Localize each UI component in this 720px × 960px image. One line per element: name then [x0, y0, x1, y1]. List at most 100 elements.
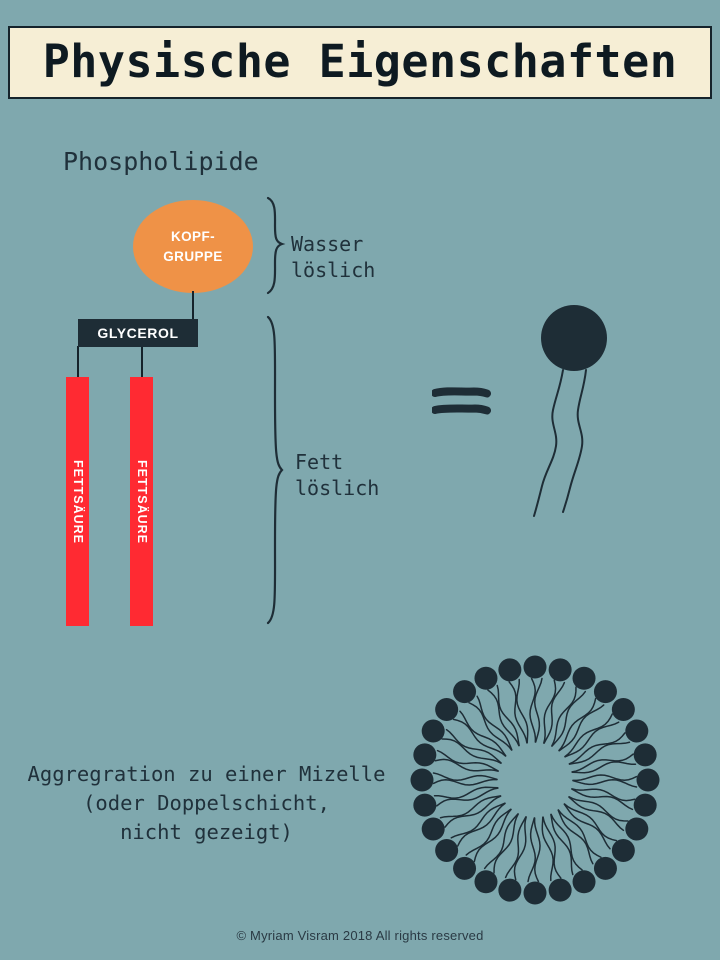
micelle-lipid-head [611, 838, 635, 862]
micelle-lipid-tail [542, 816, 562, 879]
connector-glycerol-to-fattyacid-2 [141, 346, 143, 378]
micelle-lipid-tail [568, 732, 626, 765]
lipid-tail-1 [533, 369, 564, 517]
micelle-lipid-head [413, 793, 437, 817]
solubility-fat-line2: löslich [295, 475, 380, 500]
micelle-lipid-tail [439, 795, 502, 819]
micelle-lipid-head [633, 743, 657, 767]
micelle-lipid-tail [541, 816, 554, 882]
micelle-lipid-tail [571, 788, 636, 802]
micelle-lipid-tail [529, 677, 537, 743]
micelle-lipid-head [421, 817, 445, 841]
micelle-lipid-tail [563, 803, 611, 850]
micelle-lipid-head [611, 698, 635, 722]
micelle-lipid-tail [571, 761, 637, 774]
micelle-lipid-head [548, 878, 572, 902]
micelle-lipid-tail [436, 749, 499, 772]
micelle-lipid-tail [504, 816, 527, 879]
head-group-label-line2: GRUPPE [163, 248, 223, 264]
micelle-lipid-head [572, 870, 596, 894]
solubility-label-water: Wasser löslich [291, 232, 375, 283]
head-group-label-line1: KOPF- [171, 228, 215, 244]
footer-credit: © Myriam Visram 2018 All rights reserved [236, 928, 484, 943]
micelle-lipid-head [435, 698, 459, 722]
micelle-lipid-tail [533, 677, 543, 743]
micelle-lipid-head [498, 658, 522, 682]
micelle-lipid-tail [508, 681, 528, 744]
solubility-fat-line1: Fett [295, 450, 344, 474]
micelle-lipid-head [474, 870, 498, 894]
micelle-lipid-head [625, 719, 649, 743]
micelle-lipid-tail [557, 809, 594, 865]
micelle-lipid-tail [465, 808, 512, 856]
micelle-lipid-head [453, 680, 477, 704]
micelle-lipid-head [593, 856, 617, 880]
micelle-lipid-tail [550, 813, 574, 876]
micelle-lipid-head [625, 817, 649, 841]
simplified-phospholipid-icon [533, 305, 607, 517]
micelle-lipid-tail [444, 795, 502, 828]
micelle-lipid-tail [550, 813, 583, 871]
page-title: Physische Eigenschaften [42, 35, 678, 88]
micelle-lipid-tail [533, 817, 541, 883]
micelle-lipid-tail [483, 813, 519, 870]
connector-glycerol-to-fattyacid-1 [77, 346, 79, 378]
micelle-lipid-tail [564, 713, 613, 758]
micelle-lipid-head [474, 666, 498, 690]
micelle-lipid-tail [473, 808, 512, 863]
fatty-acid-bar-2: FETTSÄURE [130, 377, 153, 626]
fatty-acid-bar-1: FETTSÄURE [66, 377, 89, 626]
micelle-lipid-tail [441, 738, 502, 764]
micelle-lipid-head [636, 768, 660, 792]
solubility-water-line1: Wasser [291, 232, 364, 256]
micelle-lipid-tail [457, 802, 506, 847]
connector-head-to-glycerol [192, 291, 194, 321]
lipid-tail-2 [562, 369, 587, 513]
micelle-lipid-tail [432, 772, 498, 782]
fatty-acid-label-2: FETTSÄURE [134, 459, 149, 544]
micelle-lipid-tail [543, 679, 557, 744]
glycerol-box: GLYCEROL [78, 319, 198, 347]
micelle-lipid-tail [571, 753, 634, 773]
micelle-lipid-tail [568, 741, 631, 765]
micelle-lipid-head [548, 658, 572, 682]
glycerol-label: GLYCEROL [97, 325, 179, 341]
micelle-lipid-head [593, 680, 617, 704]
micelle-lipid-tail [568, 796, 629, 822]
micelle-lipid-head [413, 743, 437, 767]
micelle-lipid-tail [432, 778, 498, 786]
micelle-lipid-tail [433, 786, 499, 799]
micelle-lipid-head [498, 878, 522, 902]
brace-fat-soluble [266, 315, 284, 625]
brace-water-soluble [266, 196, 286, 295]
solubility-label-fat: Fett löslich [295, 450, 379, 501]
micelle-lipid-head [421, 719, 445, 743]
fatty-acid-label-1: FETTSÄURE [70, 459, 85, 544]
micelle-lipid-tail [436, 787, 499, 807]
micelle-lipid-tail [450, 802, 506, 839]
equals-sign-icon [432, 387, 491, 415]
micelle-lipid-tail [493, 813, 519, 874]
lipid-head-circle [541, 305, 607, 371]
micelle-lipid-tail [572, 778, 638, 788]
micelle-lipid-head [410, 768, 434, 792]
aggregation-line-1: Aggregration zu einer Mizelle [27, 762, 386, 786]
micelle-lipid-tail [468, 702, 513, 751]
micelle-lipid-tail [476, 695, 513, 751]
micelle-lipid-head [523, 655, 547, 679]
micelle-lipid-tail [558, 704, 605, 752]
aggregation-line-3: nicht gezeigt) [120, 820, 293, 845]
head-group-ellipse: KOPF- GRUPPE [133, 200, 253, 293]
section-label-phospholipide: Phospholipide [63, 147, 259, 176]
micelle-lipid-tail [445, 728, 502, 764]
micelle-lipid-tail [568, 796, 625, 832]
micelle-lipid-tail [563, 803, 618, 842]
micelle-lipid-tail [572, 774, 638, 782]
micelle-diagram [410, 655, 660, 905]
micelle-lipid-tail [496, 684, 520, 747]
micelle-lipid-tail [452, 718, 507, 757]
micelle-lipid-tail [459, 710, 507, 757]
micelle-lipid-head [435, 838, 459, 862]
micelle-lipid-head [572, 666, 596, 690]
